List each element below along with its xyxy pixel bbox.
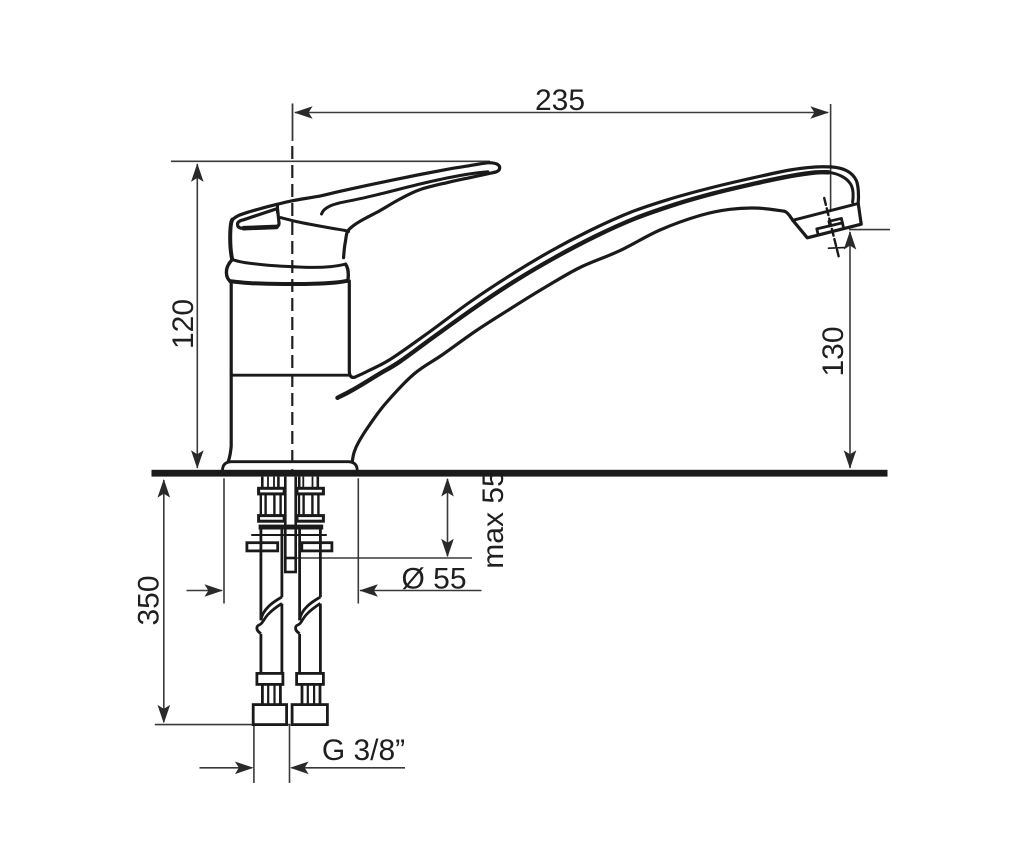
svg-text:130: 130 xyxy=(817,326,850,376)
svg-text:120: 120 xyxy=(167,299,200,349)
svg-text:235: 235 xyxy=(535,84,585,117)
svg-text:G 3/8”: G 3/8” xyxy=(322,734,405,767)
svg-text:350: 350 xyxy=(133,575,166,625)
svg-text:Ø 55: Ø 55 xyxy=(401,563,466,596)
svg-text:max 55: max 55 xyxy=(477,470,510,568)
